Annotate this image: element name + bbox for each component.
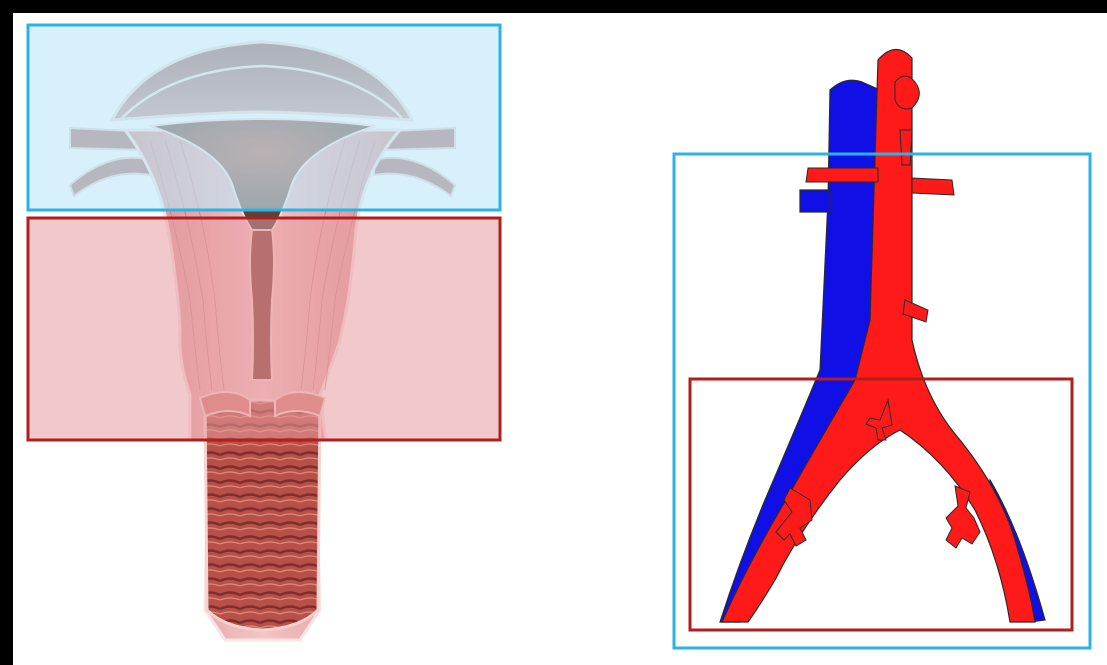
celiac-trunk (895, 76, 919, 109)
left-renal-artery (806, 168, 878, 182)
superior-mesenteric-artery (900, 130, 912, 165)
vessel-illustration (720, 49, 1045, 622)
region-box-lower (28, 218, 500, 440)
abdominal-aorta (722, 49, 1035, 622)
right-renal-artery (912, 178, 954, 195)
left-renal-vein (800, 190, 830, 212)
region-box-upper (28, 25, 500, 210)
